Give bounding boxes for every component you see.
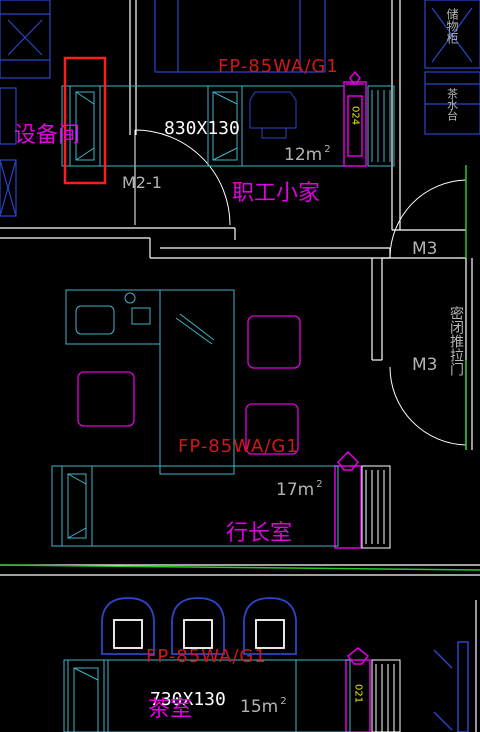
tea-table-label: 茶水台 xyxy=(446,88,459,121)
staff-room-furniture xyxy=(61,85,395,167)
president-office-cabinet xyxy=(361,465,391,549)
tea-room-chairs xyxy=(101,597,297,655)
vertical-code-top: 024 xyxy=(350,106,361,125)
cabinet-label: 储物柜 xyxy=(445,7,459,44)
equipment-room-highlight xyxy=(63,56,107,185)
door-label-m2: M2-1 xyxy=(122,173,162,192)
room-label-equipment: 设备间 xyxy=(14,123,80,148)
fan-coil-unit-mid xyxy=(334,450,362,549)
top-partitions xyxy=(0,0,480,217)
room-label-tea: 茶室 xyxy=(148,697,192,722)
duct-size-bottom: 730X130 xyxy=(150,689,226,710)
closed-door-label: 密闭推拉门 xyxy=(448,305,464,377)
green-lines xyxy=(0,165,480,571)
president-office-furniture xyxy=(51,289,339,547)
right-window xyxy=(433,641,469,732)
room-label-president: 行长室 xyxy=(226,521,292,546)
tea-room-cabinet xyxy=(371,659,401,732)
fan-coil-label-top: FP-85WA/G1 xyxy=(218,56,339,77)
room-label-staff: 职工小家 xyxy=(232,181,320,206)
president-office-chairs xyxy=(77,315,301,455)
fan-coil-unit-top xyxy=(343,70,367,167)
door-label-m3-bottom: M3 xyxy=(412,355,437,375)
fan-coil-label-mid: FP-85WA/G1 xyxy=(178,436,299,457)
vertical-code-bottom: 021 xyxy=(353,684,364,703)
door-label-m3-top: M3 xyxy=(412,239,437,259)
duct-size-top: 830X130 xyxy=(164,118,240,139)
tea-room-furniture xyxy=(63,659,351,732)
door-swings xyxy=(134,129,467,446)
fan-coil-label-bottom: FP-85WA/G1 xyxy=(146,646,267,667)
fan-coil-unit-bottom xyxy=(345,647,371,732)
